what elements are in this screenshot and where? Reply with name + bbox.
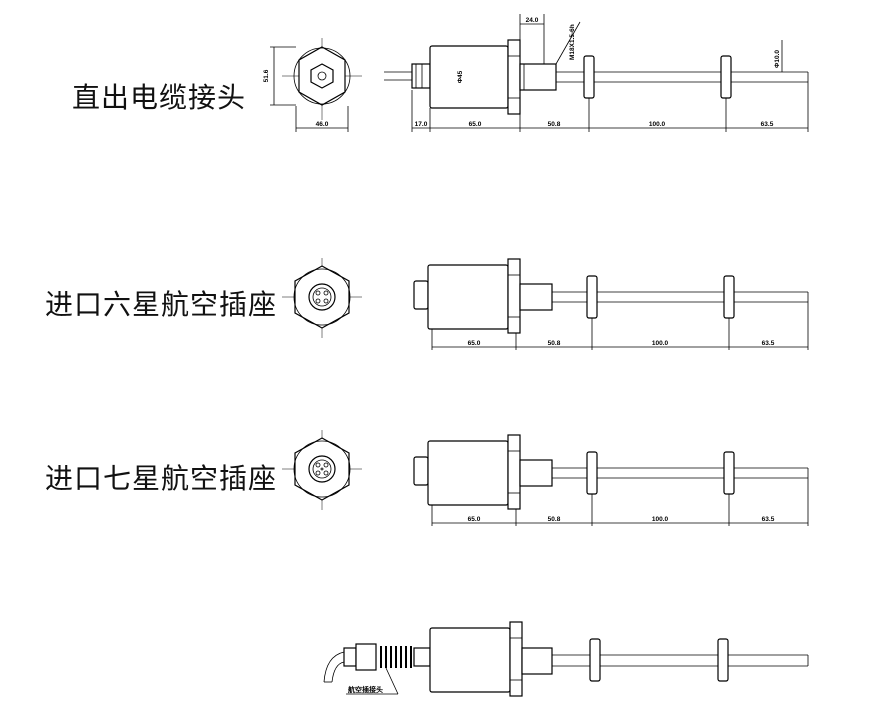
variant-1-label: 直出电缆接头 xyxy=(72,81,247,114)
dim-v2-1: 50.8 xyxy=(548,340,561,347)
side-view-with-plug: 航空插接头 xyxy=(323,621,809,697)
side-view-6pin: 65.0 50.8 100.0 63.5 xyxy=(413,258,809,350)
dim-v3-1: 50.8 xyxy=(548,516,561,523)
thread-spec-label: M18X1.5-6h xyxy=(569,24,576,60)
end-view-7pin xyxy=(282,430,362,510)
rod-diameter-label: Φ10.0 xyxy=(774,50,781,68)
dim-v3-3: 63.5 xyxy=(762,516,775,523)
dim-v1-2: 50.8 xyxy=(548,121,561,128)
end-view-cable: 51.6 46.0 xyxy=(263,38,362,132)
dim-v2-2: 100.0 xyxy=(652,340,669,347)
variant-3-label: 进口七星航空插座 xyxy=(45,462,278,495)
body-diameter-label: Φ45 xyxy=(457,70,464,83)
dim-v1-0: 17.0 xyxy=(415,121,428,128)
dim-v2-3: 63.5 xyxy=(762,340,775,347)
dim-v3-2: 100.0 xyxy=(652,516,669,523)
dim-v1-4: 63.5 xyxy=(761,121,774,128)
side-view-7pin: 65.0 50.8 100.0 63.5 xyxy=(413,434,809,526)
dim-v2-0: 65.0 xyxy=(468,340,481,347)
dim-v1-1: 65.0 xyxy=(469,121,482,128)
dim-v3-0: 65.0 xyxy=(468,516,481,523)
side-view-cable: Φ45 24.0 M18X1.5-6h Φ10.0 xyxy=(384,14,809,132)
dim-v1-3: 100.0 xyxy=(649,121,666,128)
end-view-6pin xyxy=(282,258,362,338)
dim-width: 46.0 xyxy=(316,121,329,128)
plug-connector-label: 航空插接头 xyxy=(348,685,383,694)
dim-height: 51.6 xyxy=(263,69,270,82)
thread-length-label: 24.0 xyxy=(526,17,539,24)
variant-2-label: 进口六星航空插座 xyxy=(45,288,278,321)
